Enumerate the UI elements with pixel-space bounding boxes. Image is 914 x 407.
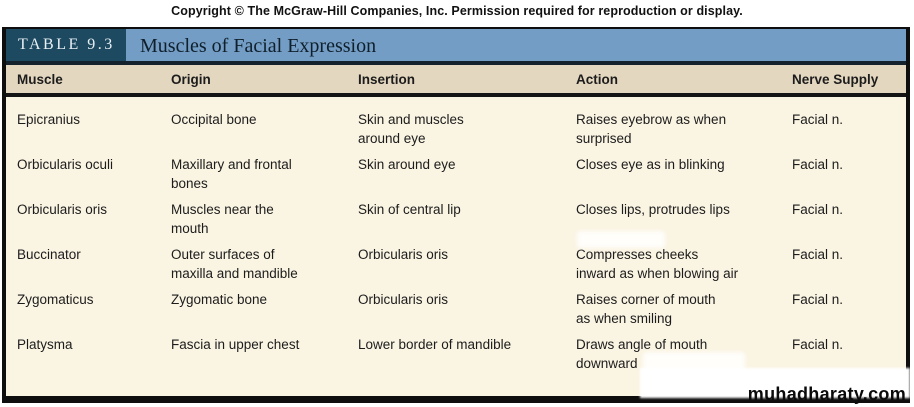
watermark-background-patch — [640, 368, 910, 398]
cell-muscle: Platysma — [17, 337, 73, 352]
table-number-label: TABLE 9.3 — [6, 29, 126, 61]
cell-origin: Muscles near the mouth — [171, 202, 274, 236]
cell-action: Closes eye as in blinking — [576, 157, 725, 172]
cell-muscle: Epicranius — [17, 112, 81, 127]
cell-origin: Fascia in upper chest — [171, 337, 300, 352]
table-banner: TABLE 9.3 Muscles of Facial Expression — [6, 29, 906, 65]
table-row: Platysma Fascia in upper chest Lower bor… — [6, 335, 906, 380]
cell-muscle: Buccinator — [17, 247, 81, 262]
cell-action: Draws angle of mouth downward — [576, 337, 708, 371]
cell-muscle: Orbicularis oris — [17, 202, 108, 217]
cell-origin: Maxillary and frontal bones — [171, 157, 292, 191]
column-header-muscle: Muscle — [17, 71, 63, 87]
table-body: Epicranius Occipital bone Skin and muscl… — [6, 97, 906, 380]
cell-nerve-supply: Facial n. — [792, 337, 844, 352]
cell-origin: Zygomatic bone — [171, 292, 268, 307]
column-header-insertion: Insertion — [358, 71, 416, 87]
site-watermark: muhadharaty.com — [747, 384, 906, 404]
cell-origin: Occipital bone — [171, 112, 257, 127]
table-row: Buccinator Outer surfaces of maxilla and… — [6, 245, 906, 290]
cell-nerve-supply: Facial n. — [792, 292, 844, 307]
table-panel: TABLE 9.3 Muscles of Facial Expression M… — [2, 27, 910, 403]
cell-nerve-supply: Facial n. — [792, 112, 844, 127]
column-header-origin: Origin — [171, 71, 211, 87]
cell-insertion: Orbicularis oris — [358, 292, 449, 307]
column-header-action: Action — [576, 71, 618, 87]
table-row: Zygomaticus Zygomatic bone Orbicularis o… — [6, 290, 906, 335]
cell-muscle: Orbicularis oculi — [17, 157, 114, 172]
erased-text-smudge — [577, 231, 665, 248]
cell-insertion: Orbicularis oris — [358, 247, 449, 262]
cell-insertion: Skin of central lip — [358, 202, 461, 217]
cell-nerve-supply: Facial n. — [792, 202, 844, 217]
cell-action: Compresses cheeks inward as when blowing… — [576, 247, 739, 281]
cell-action: Raises eyebrow as when surprised — [576, 112, 727, 146]
cell-insertion: Skin and muscles around eye — [358, 112, 464, 146]
table-row: Epicranius Occipital bone Skin and muscl… — [6, 110, 906, 155]
copyright-notice: Copyright © The McGraw-Hill Companies, I… — [171, 4, 743, 18]
cell-muscle: Zygomaticus — [17, 292, 94, 307]
table-title: Muscles of Facial Expression — [140, 35, 377, 57]
column-header-nerve-supply: Nerve Supply — [792, 71, 879, 87]
table-row: Orbicularis oculi Maxillary and frontal … — [6, 155, 906, 200]
cell-action: Raises corner of mouth as when smiling — [576, 292, 716, 326]
cell-origin: Outer surfaces of maxilla and mandible — [171, 247, 298, 281]
cell-nerve-supply: Facial n. — [792, 157, 844, 172]
table-row: Orbicularis oris Muscles near the mouth … — [6, 200, 906, 245]
cell-nerve-supply: Facial n. — [792, 247, 844, 262]
cell-insertion: Skin around eye — [358, 157, 456, 172]
cell-insertion: Lower border of mandible — [358, 337, 512, 352]
cell-action: Closes lips, protrudes lips — [576, 202, 730, 217]
column-header-row: Muscle Origin Insertion Action Nerve Sup… — [6, 65, 906, 97]
